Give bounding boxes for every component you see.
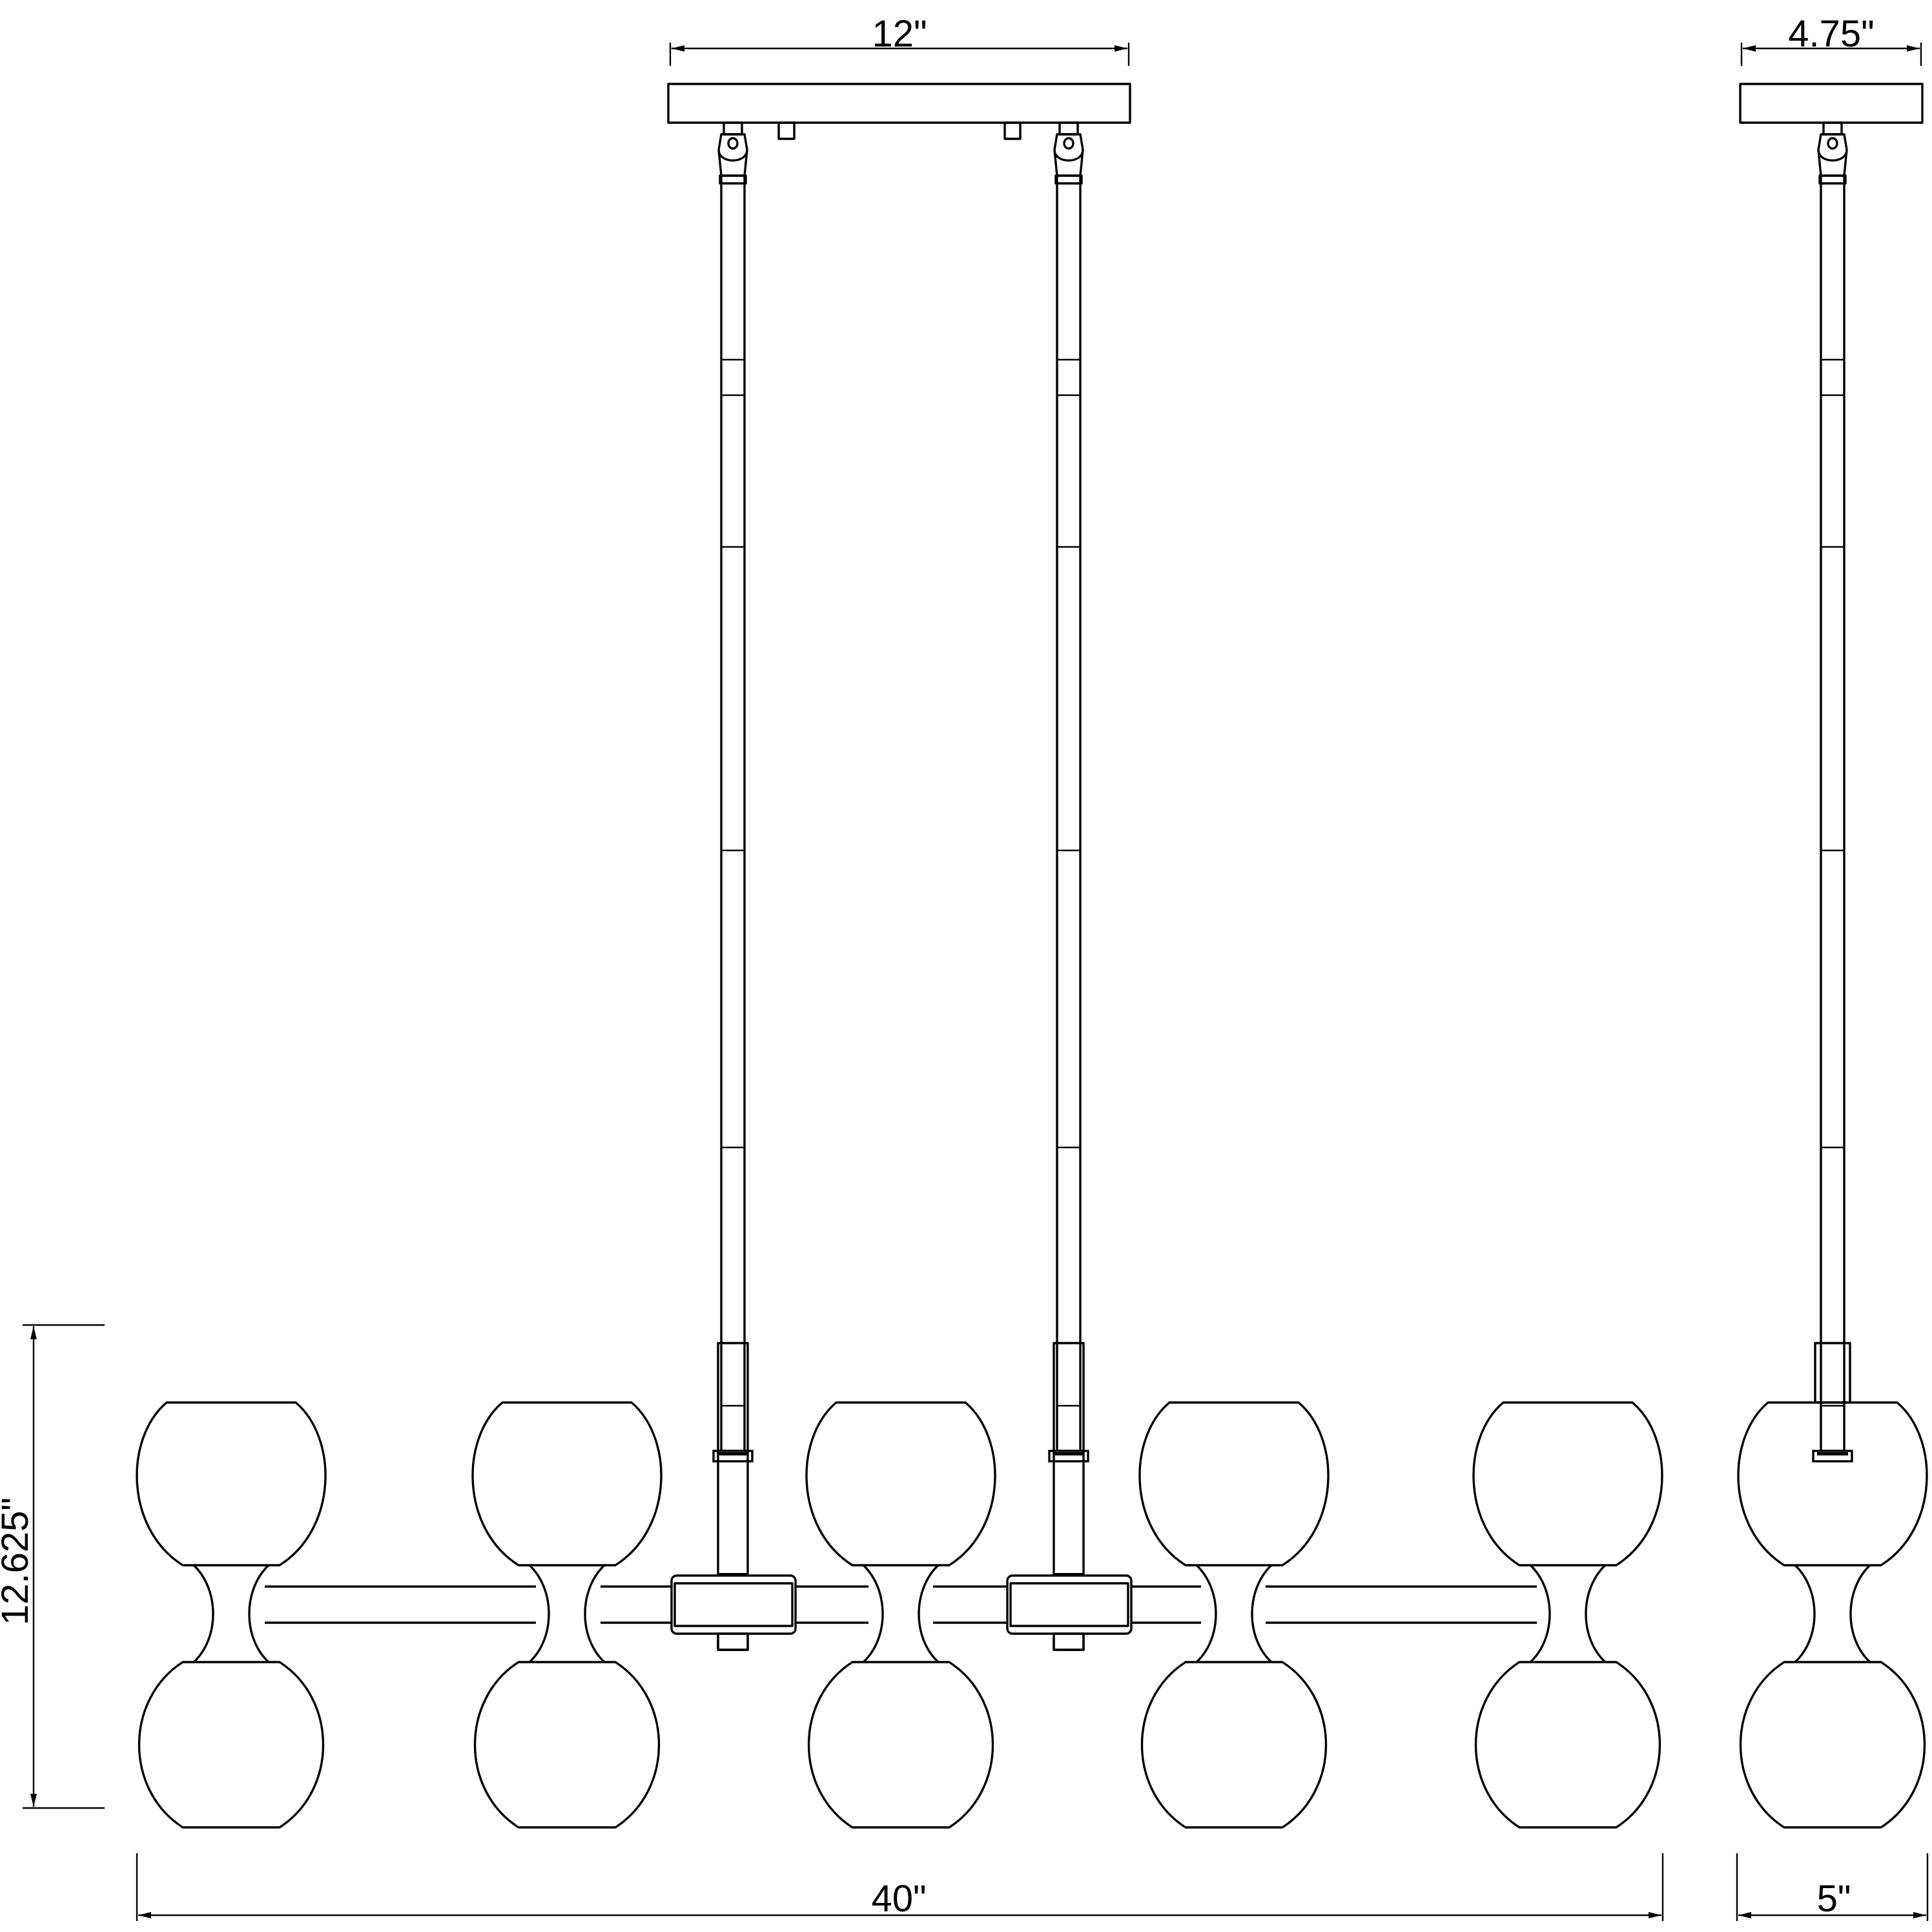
dimension-label-canopy-front: 12" (872, 13, 927, 55)
dimension-width: 40" (136, 1853, 1664, 1921)
side-canopy (1739, 83, 1924, 124)
dimension-height: 12.625" (0, 1324, 105, 1809)
right-suspension-rod (1048, 121, 1089, 1463)
side-suspension-rod (1812, 121, 1853, 1463)
dimension-label-width: 40" (871, 1878, 926, 1920)
dimension-canopy-front: 12" (669, 13, 1130, 66)
side-view (1737, 83, 1928, 1829)
dimension-label-canopy-side: 4.75" (1788, 13, 1874, 55)
left-suspension-rod (712, 121, 754, 1463)
arm-bar (265, 1585, 1537, 1624)
globe-shade-4 (1138, 1401, 1330, 1829)
globe-shade-1 (136, 1401, 327, 1829)
dimension-depth: 5" (1736, 1853, 1929, 1921)
dimension-label-depth: 5" (1817, 1878, 1851, 1920)
right-hub (1006, 1574, 1133, 1651)
globe-shade-2 (471, 1401, 663, 1829)
front-canopy (667, 83, 1131, 124)
dimension-label-height: 12.625" (0, 1497, 36, 1625)
globe-shade-5 (1472, 1401, 1663, 1829)
front-view (136, 83, 1663, 1829)
left-hub (670, 1574, 797, 1651)
globe-shade-3 (805, 1401, 996, 1829)
dimension-canopy-side: 4.75" (1740, 13, 1922, 66)
side-globe-shade (1737, 1401, 1928, 1829)
